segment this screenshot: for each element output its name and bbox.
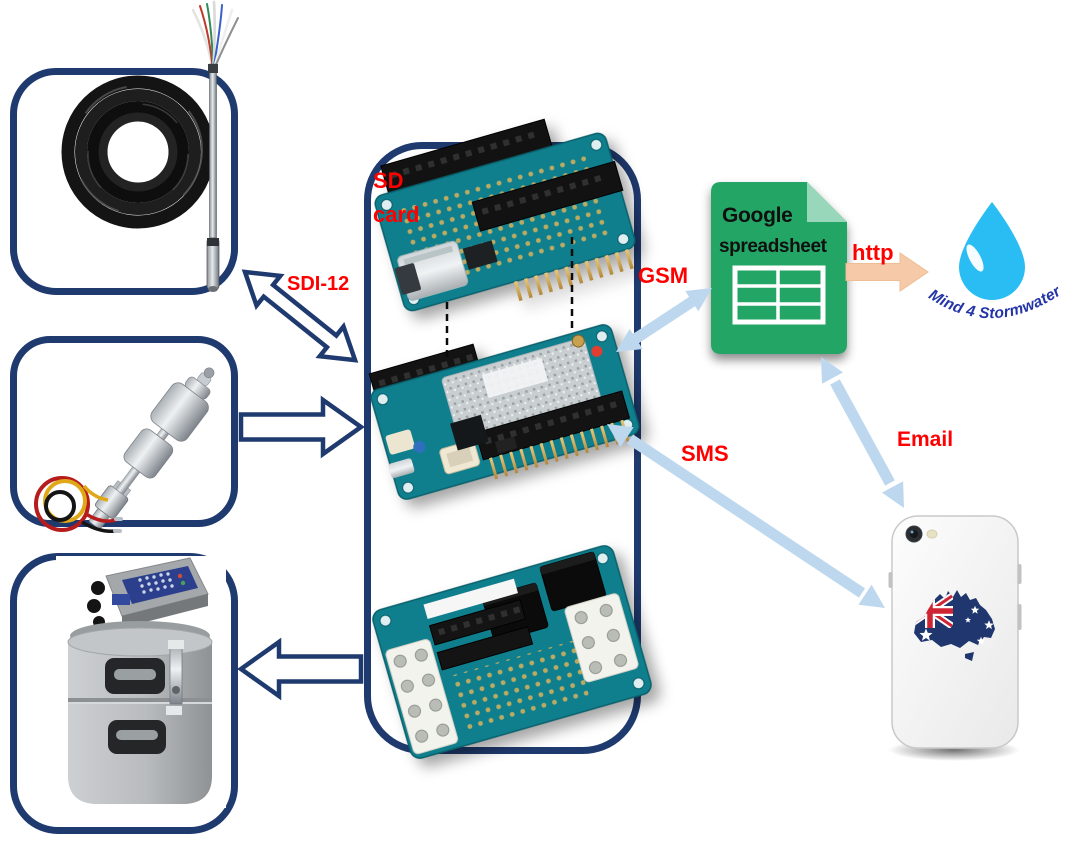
header-pins bbox=[513, 249, 634, 302]
sd-card-label: SD card bbox=[373, 164, 419, 232]
google-spreadsheet-node: Google spreadsheet bbox=[711, 182, 847, 354]
float-switch-box bbox=[10, 336, 238, 527]
sd-card-label-line2: card bbox=[373, 202, 420, 227]
water-drop-icon bbox=[959, 202, 1025, 300]
edge-sdi12 bbox=[241, 269, 359, 363]
probe-sensor-box bbox=[10, 68, 238, 295]
flash-icon bbox=[926, 529, 938, 539]
mind4stormwater-logo: Mind 4 Stormwater bbox=[926, 202, 1064, 322]
edge-sms bbox=[607, 424, 885, 608]
mute-switch bbox=[888, 572, 893, 588]
level-probe-image bbox=[61, 0, 239, 292]
email-label: Email bbox=[897, 428, 954, 451]
sampler-controller bbox=[87, 557, 209, 628]
usb-port bbox=[388, 458, 415, 479]
sms-label: SMS bbox=[681, 441, 729, 466]
sheet-grid-icon bbox=[732, 265, 826, 325]
sampler-drum bbox=[67, 621, 213, 804]
antenna-connector bbox=[571, 334, 585, 348]
edge-float-to-logger bbox=[238, 395, 365, 459]
tasmania bbox=[965, 652, 974, 661]
probe-cable-coil bbox=[61, 75, 215, 229]
edge-email bbox=[821, 357, 904, 508]
gsm-label: GSM bbox=[638, 263, 689, 288]
spreadsheet-title-line1: Google bbox=[722, 204, 793, 227]
float-switch-wires bbox=[34, 476, 123, 534]
power-button bbox=[1017, 564, 1022, 584]
relay-shield-board bbox=[372, 545, 652, 759]
probe-rod bbox=[206, 63, 220, 292]
sd-card-label-line1: SD bbox=[373, 168, 404, 193]
gsm-1400-board bbox=[368, 324, 640, 500]
microsd-card bbox=[394, 263, 421, 295]
spreadsheet-doc-icon bbox=[711, 182, 847, 354]
silkscreen-label bbox=[423, 578, 518, 619]
sdi12-label: SDI-12 bbox=[287, 273, 350, 295]
power-led bbox=[591, 345, 603, 357]
keypad-dots bbox=[138, 572, 174, 594]
page-fold bbox=[807, 182, 847, 222]
float-switch-image bbox=[34, 367, 215, 534]
edge-gsm bbox=[616, 288, 712, 352]
float-switch-body bbox=[88, 367, 215, 530]
http-label: http bbox=[852, 240, 894, 265]
edge-logger-to-sampler bbox=[237, 637, 364, 701]
edge-http bbox=[845, 252, 929, 292]
water-sampler-image bbox=[56, 556, 226, 808]
smartphone bbox=[888, 515, 1022, 761]
spreadsheet-title-line2: spreadsheet bbox=[719, 236, 827, 257]
australia-map bbox=[914, 590, 995, 661]
logger-boards bbox=[368, 118, 652, 759]
volume-button bbox=[1017, 604, 1022, 630]
mem-shield-board bbox=[374, 118, 636, 312]
